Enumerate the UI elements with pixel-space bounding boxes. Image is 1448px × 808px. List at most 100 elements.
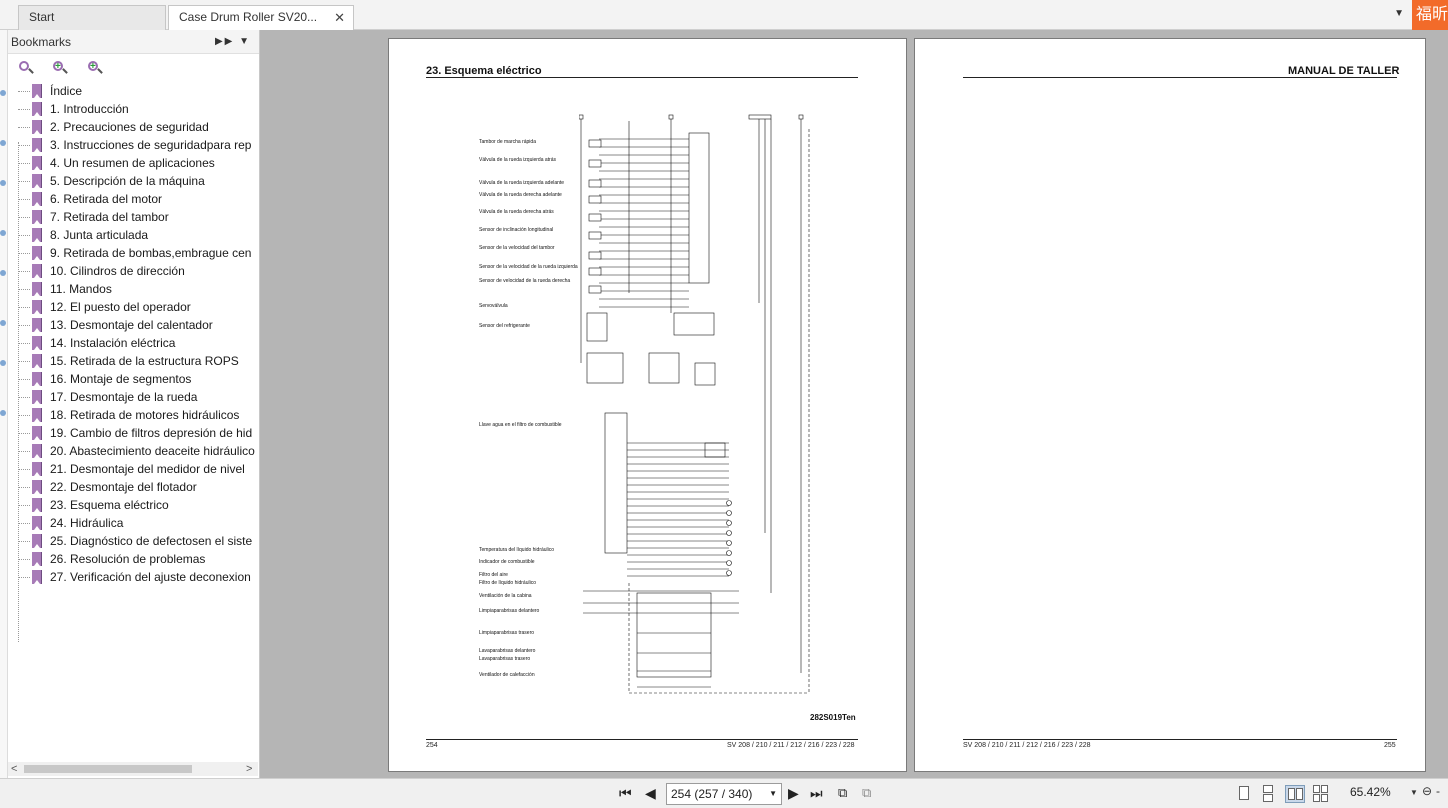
bookmark-item[interactable]: 14. Instalación eléctrica [8, 334, 258, 352]
bookmark-find-icon[interactable] [18, 60, 34, 76]
schematic-label: Lavaparabrisas delantero [479, 648, 536, 654]
page-number-input[interactable]: 254 (257 / 340) ▼ [666, 783, 782, 805]
bookmark-icon [32, 210, 42, 224]
bookmarks-panel: Bookmarks ▶▶ ▼ + + Índice 1. Introducción… [8, 30, 260, 778]
bookmark-item[interactable]: 5. Descripción de la máquina [8, 172, 258, 190]
zoom-level[interactable]: 65.42% [1350, 785, 1391, 799]
tab-document[interactable]: Case Drum Roller SV20... ✕ [168, 5, 354, 31]
close-icon[interactable]: ✕ [334, 10, 345, 25]
schematic-label: Válvula de la rueda derecha atrás [479, 209, 554, 215]
first-page-icon[interactable]: ⏮ [619, 785, 632, 801]
bookmark-item[interactable]: 15. Retirada de la estructura ROPS [8, 352, 258, 370]
bookmark-label: 23. Esquema eléctrico [50, 498, 169, 512]
pdf-page-left: 23. Esquema eléctrico Tambor de marcha r… [388, 38, 907, 772]
status-toolbar: ⏮ ◀ 254 (257 / 340) ▼ ▶ ⏭ ⧉ ⧉ 65.42% ▼ ⊖… [0, 778, 1448, 808]
tab-start[interactable]: Start [18, 5, 166, 30]
schematic-label: Sensor de velocidad de la rueda derecha [479, 278, 571, 284]
schematic-label: Ventilación de la cabina [479, 593, 532, 599]
bookmarks-header: Bookmarks ▶▶ ▼ [8, 30, 259, 54]
bookmark-icon [32, 354, 42, 368]
bookmark-item[interactable]: 21. Desmontaje del medidor de nivel [8, 460, 258, 478]
bookmark-item[interactable]: 2. Precauciones de seguridad [8, 118, 258, 136]
bookmark-item[interactable]: Índice [8, 82, 258, 100]
bookmark-icon [32, 336, 42, 350]
bookmark-item[interactable]: 16. Montaje de segmentos [8, 370, 258, 388]
bookmark-item[interactable]: 25. Diagnóstico de defectosen el siste [8, 532, 258, 550]
single-page-view-icon[interactable] [1236, 785, 1252, 803]
previous-page-icon[interactable]: ◀ [645, 785, 656, 801]
bookmark-icon [32, 516, 42, 530]
bookmarks-hscrollbar[interactable]: < > [8, 762, 258, 776]
schematic-label: Limpiaparabrisas delantero [479, 608, 540, 614]
bookmark-item[interactable]: 24. Hidráulica [8, 514, 258, 532]
tab-list-chevron-icon[interactable]: ▼ [1394, 8, 1404, 19]
bookmark-item[interactable]: 17. Desmontaje de la rueda [8, 388, 258, 406]
bookmark-icon [32, 282, 42, 296]
zoom-out-icon[interactable]: ⊖ [1422, 784, 1433, 798]
bookmark-icon [32, 192, 42, 206]
bookmark-label: 25. Diagnóstico de defectosen el siste [50, 534, 253, 548]
bookmark-icon [32, 228, 42, 242]
chevron-down-icon[interactable]: ▼ [769, 789, 777, 798]
zoom-dropdown-icon[interactable]: ▼ [1410, 788, 1418, 797]
continuous-view-icon[interactable] [1260, 785, 1276, 803]
bookmark-expand-icon[interactable]: + [52, 60, 68, 76]
bookmark-item[interactable]: 19. Cambio de filtros depresión de hid [8, 424, 258, 442]
schematic-label: Sensor de la velocidad de la rueda izqui… [479, 264, 578, 270]
schematic-label: Limpiaparabrisas trasero [479, 630, 535, 636]
page-number-right: 255 [1384, 742, 1396, 749]
bookmark-item[interactable]: 26. Resolución de problemas [8, 550, 258, 568]
bookmark-item[interactable]: 1. Introducción [8, 100, 258, 118]
bookmark-item[interactable]: 6. Retirada del motor [8, 190, 258, 208]
bookmark-label: 12. El puesto del operador [50, 300, 191, 314]
bookmark-item[interactable]: 8. Junta articulada [8, 226, 258, 244]
bookmark-label: 21. Desmontaje del medidor de nivel [50, 462, 245, 476]
bookmark-item[interactable]: 10. Cilindros de dirección [8, 262, 258, 280]
bookmark-label: 17. Desmontaje de la rueda [50, 390, 198, 404]
bookmark-label: 1. Introducción [50, 102, 129, 116]
bookmark-icon [32, 264, 42, 278]
previous-view-icon[interactable]: ⧉ [838, 785, 848, 800]
bookmark-item[interactable]: 7. Retirada del tambor [8, 208, 258, 226]
bookmark-label: 18. Retirada de motores hidráulicos [50, 408, 240, 422]
bookmark-item[interactable]: 3. Instrucciones de seguridadpara rep [8, 136, 258, 154]
bookmark-item[interactable]: 22. Desmontaje del flotador [8, 478, 258, 496]
schematic-label: Sensor de inclinación longitudinal [479, 227, 554, 233]
scroll-thumb[interactable] [24, 765, 192, 773]
next-view-icon[interactable]: ⧉ [862, 785, 872, 800]
document-area: 23. Esquema eléctrico Tambor de marcha r… [260, 30, 1448, 778]
bookmark-icon [32, 390, 42, 404]
facing-view-icon[interactable] [1285, 785, 1305, 803]
bookmark-item[interactable]: 13. Desmontaje del calentador [8, 316, 258, 334]
schematic-label: Sensor del refrigerante [479, 323, 530, 329]
bookmark-item[interactable]: 12. El puesto del operador [8, 298, 258, 316]
bookmark-item[interactable]: 27. Verificación del ajuste deconexion [8, 568, 258, 586]
scroll-right-icon[interactable]: > [246, 763, 253, 775]
bookmark-label: 26. Resolución de problemas [50, 552, 206, 566]
bookmark-item[interactable]: 20. Abastecimiento deaceite hidráulico [8, 442, 258, 460]
panel-collapse-icon[interactable]: ▶▶ ▼ [214, 36, 251, 47]
bookmark-label: 24. Hidráulica [50, 516, 124, 530]
bookmark-label: 20. Abastecimiento deaceite hidráulico [50, 444, 255, 458]
next-page-icon[interactable]: ▶ [788, 785, 799, 801]
schematic-label: Indicador de combustible [479, 559, 535, 565]
bookmark-item[interactable]: 18. Retirada de motores hidráulicos [8, 406, 258, 424]
bookmark-item[interactable]: 23. Esquema eléctrico [8, 496, 258, 514]
bookmark-label: 7. Retirada del tambor [50, 210, 169, 224]
bookmark-item[interactable]: 4. Un resumen de aplicaciones [8, 154, 258, 172]
bookmark-label: 6. Retirada del motor [50, 192, 163, 206]
continuous-facing-view-icon[interactable] [1311, 785, 1331, 803]
schematic-label: Filtro de líquido hidráulico [479, 580, 536, 586]
bookmark-icon [32, 84, 42, 98]
bookmark-icon [32, 426, 42, 440]
bookmark-item[interactable]: 9. Retirada de bombas,embrague cen [8, 244, 258, 262]
bookmark-label: 11. Mandos [50, 282, 112, 296]
bookmark-icon [32, 120, 42, 134]
scroll-left-icon[interactable]: < [11, 763, 18, 775]
bookmark-label: 15. Retirada de la estructura ROPS [50, 354, 239, 368]
last-page-icon[interactable]: ⏭ [810, 785, 823, 801]
zoom-slider[interactable]: - [1436, 784, 1440, 798]
bookmark-add-icon[interactable]: + [87, 60, 103, 76]
bookmark-item[interactable]: 11. Mandos [8, 280, 258, 298]
tab-bar: Start Case Drum Roller SV20... ✕ ▼ 福昕 [0, 0, 1448, 31]
